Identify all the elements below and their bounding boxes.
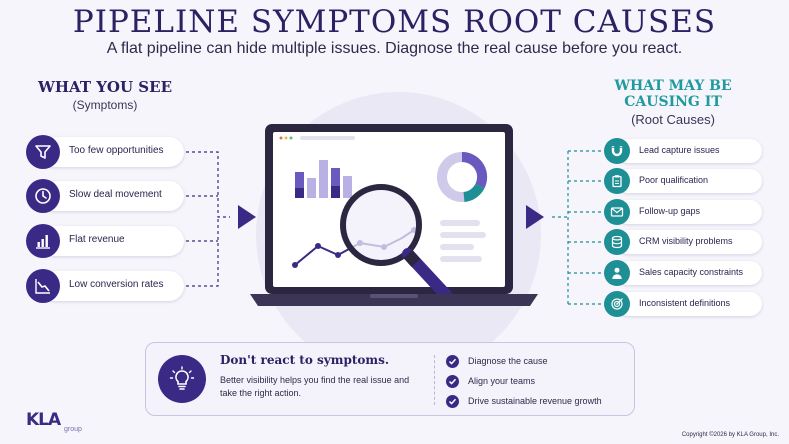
check-icon: [446, 395, 459, 408]
left-arrow-icon: [238, 205, 256, 229]
screen-donut-chart-icon: [437, 151, 488, 202]
symptom-item-slow-deal-movement: Slow deal movement: [26, 179, 184, 213]
target-icon: [604, 291, 630, 317]
page-title: PIPELINE SYMPTOMS ROOT CAUSES: [72, 4, 717, 40]
checklist-label: Diagnose the cause: [468, 356, 548, 366]
symptom-item-too-few-opportunities: Too few opportunities: [26, 135, 184, 169]
cause-pill: [616, 292, 762, 316]
symptom-label: Low conversion rates: [69, 279, 164, 290]
magnifying-glass-icon: [340, 184, 452, 301]
causes-heading-block: WHAT MAY BE CAUSING IT (Root Causes): [598, 78, 748, 127]
person-icon: [604, 260, 630, 286]
cause-label: Lead capture issues: [639, 145, 720, 155]
right-arrow-icon: [526, 205, 544, 229]
laptop-base: [250, 294, 538, 306]
symptoms-heading: WHAT YOU SEE: [38, 78, 172, 96]
cause-pill: [616, 230, 762, 254]
cause-label: Follow-up gaps: [639, 206, 701, 216]
cause-label: CRM visibility problems: [639, 236, 733, 246]
causes-heading-line1: WHAT MAY BE: [614, 78, 732, 94]
cause-item-inconsistent-definitions: Inconsistent definitions: [604, 291, 762, 317]
callout-divider: [434, 355, 435, 405]
check-icon: [446, 355, 459, 368]
logo-sub: group: [64, 426, 82, 433]
logo-main: KLA: [26, 410, 61, 430]
cause-pill: [616, 169, 762, 193]
cause-pill: [616, 261, 762, 285]
symptom-label: Too few opportunities: [69, 145, 164, 156]
symptom-pill: [40, 181, 184, 211]
cause-label: Sales capacity constraints: [639, 267, 744, 277]
symptoms-subheading: (Symptoms): [72, 98, 138, 112]
magnet-icon: [604, 138, 630, 164]
callout-box: Don't react to symptoms. Better visibili…: [145, 342, 635, 416]
screen-bar-chart-icon: [295, 160, 352, 198]
symptom-item-low-conversion-rates: Low conversion rates: [26, 269, 184, 303]
causes-heading-line2: CAUSING IT: [624, 94, 722, 110]
symptom-pill: [40, 271, 184, 301]
bar-chart-icon: [26, 224, 60, 258]
cause-item-sales-capacity: Sales capacity constraints: [604, 260, 762, 286]
cause-pill: [616, 200, 762, 224]
callout-heading: Don't react to symptoms.: [220, 353, 390, 367]
kla-group-logo: KLA group: [26, 410, 82, 433]
symptom-pill: [40, 137, 184, 167]
funnel-icon: [26, 135, 60, 169]
symptom-item-flat-revenue: Flat revenue: [26, 224, 184, 258]
cause-item-crm-visibility: CRM visibility problems: [604, 229, 762, 255]
cause-label: Inconsistent definitions: [639, 298, 731, 308]
cause-item-lead-capture: Lead capture issues: [604, 138, 762, 164]
page-subtitle: A flat pipeline can hide multiple issues…: [106, 40, 683, 57]
checklist-label: Drive sustainable revenue growth: [468, 396, 602, 406]
symptom-pill: [40, 226, 184, 256]
symptom-label: Slow deal movement: [69, 189, 162, 200]
check-icon: [446, 375, 459, 388]
lightbulb-icon: [158, 355, 206, 403]
cause-item-poor-qualification: Poor qualification: [604, 168, 762, 194]
cause-pill: [616, 139, 762, 163]
cause-item-follow-up-gaps: Follow-up gaps: [604, 199, 762, 225]
clipboard-icon: [604, 168, 630, 194]
callout-text: Better visibility helps you find the rea…: [220, 375, 410, 398]
envelope-icon: [604, 199, 630, 225]
causes-subheading: (Root Causes): [631, 112, 715, 127]
symptoms-heading-block: WHAT YOU SEE (Symptoms): [30, 78, 180, 112]
declining-chart-icon: [26, 269, 60, 303]
cause-label: Poor qualification: [639, 175, 709, 185]
checklist-label: Align your teams: [468, 376, 536, 386]
clock-icon: [26, 179, 60, 213]
copyright-text: Copyright ©2026 by KLA Group, Inc.: [681, 432, 779, 438]
database-icon: [604, 229, 630, 255]
symptom-label: Flat revenue: [69, 234, 125, 245]
laptop-illustration: [250, 124, 538, 306]
